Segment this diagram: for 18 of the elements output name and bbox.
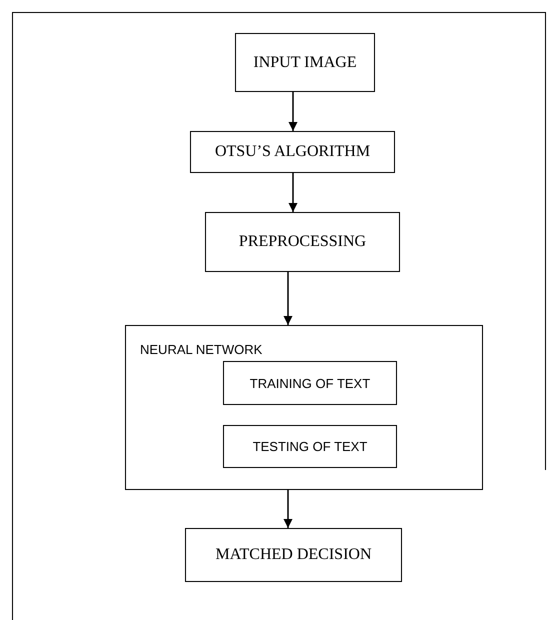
arrow [284,490,292,528]
box-label: PREPROCESSING [238,233,366,251]
box-label: INPUT IMAGE [253,54,357,72]
arrow [288,92,298,131]
process-box [235,33,375,92]
arrow [288,173,298,212]
process-box [223,361,397,405]
group-box [125,325,483,490]
box-label: MATCHED DECISION [216,546,372,564]
group-heading: NEURAL NETWORK [140,342,262,357]
process-box [223,425,397,468]
box-label: TRAINING OF TEXT [250,376,370,390]
process-box [205,212,400,272]
box-label: OTSU’S ALGORITHM [214,143,370,161]
process-box [185,528,402,582]
arrow [284,272,292,325]
box-label: TESTING OF TEXT [252,439,368,454]
process-box [190,131,395,173]
